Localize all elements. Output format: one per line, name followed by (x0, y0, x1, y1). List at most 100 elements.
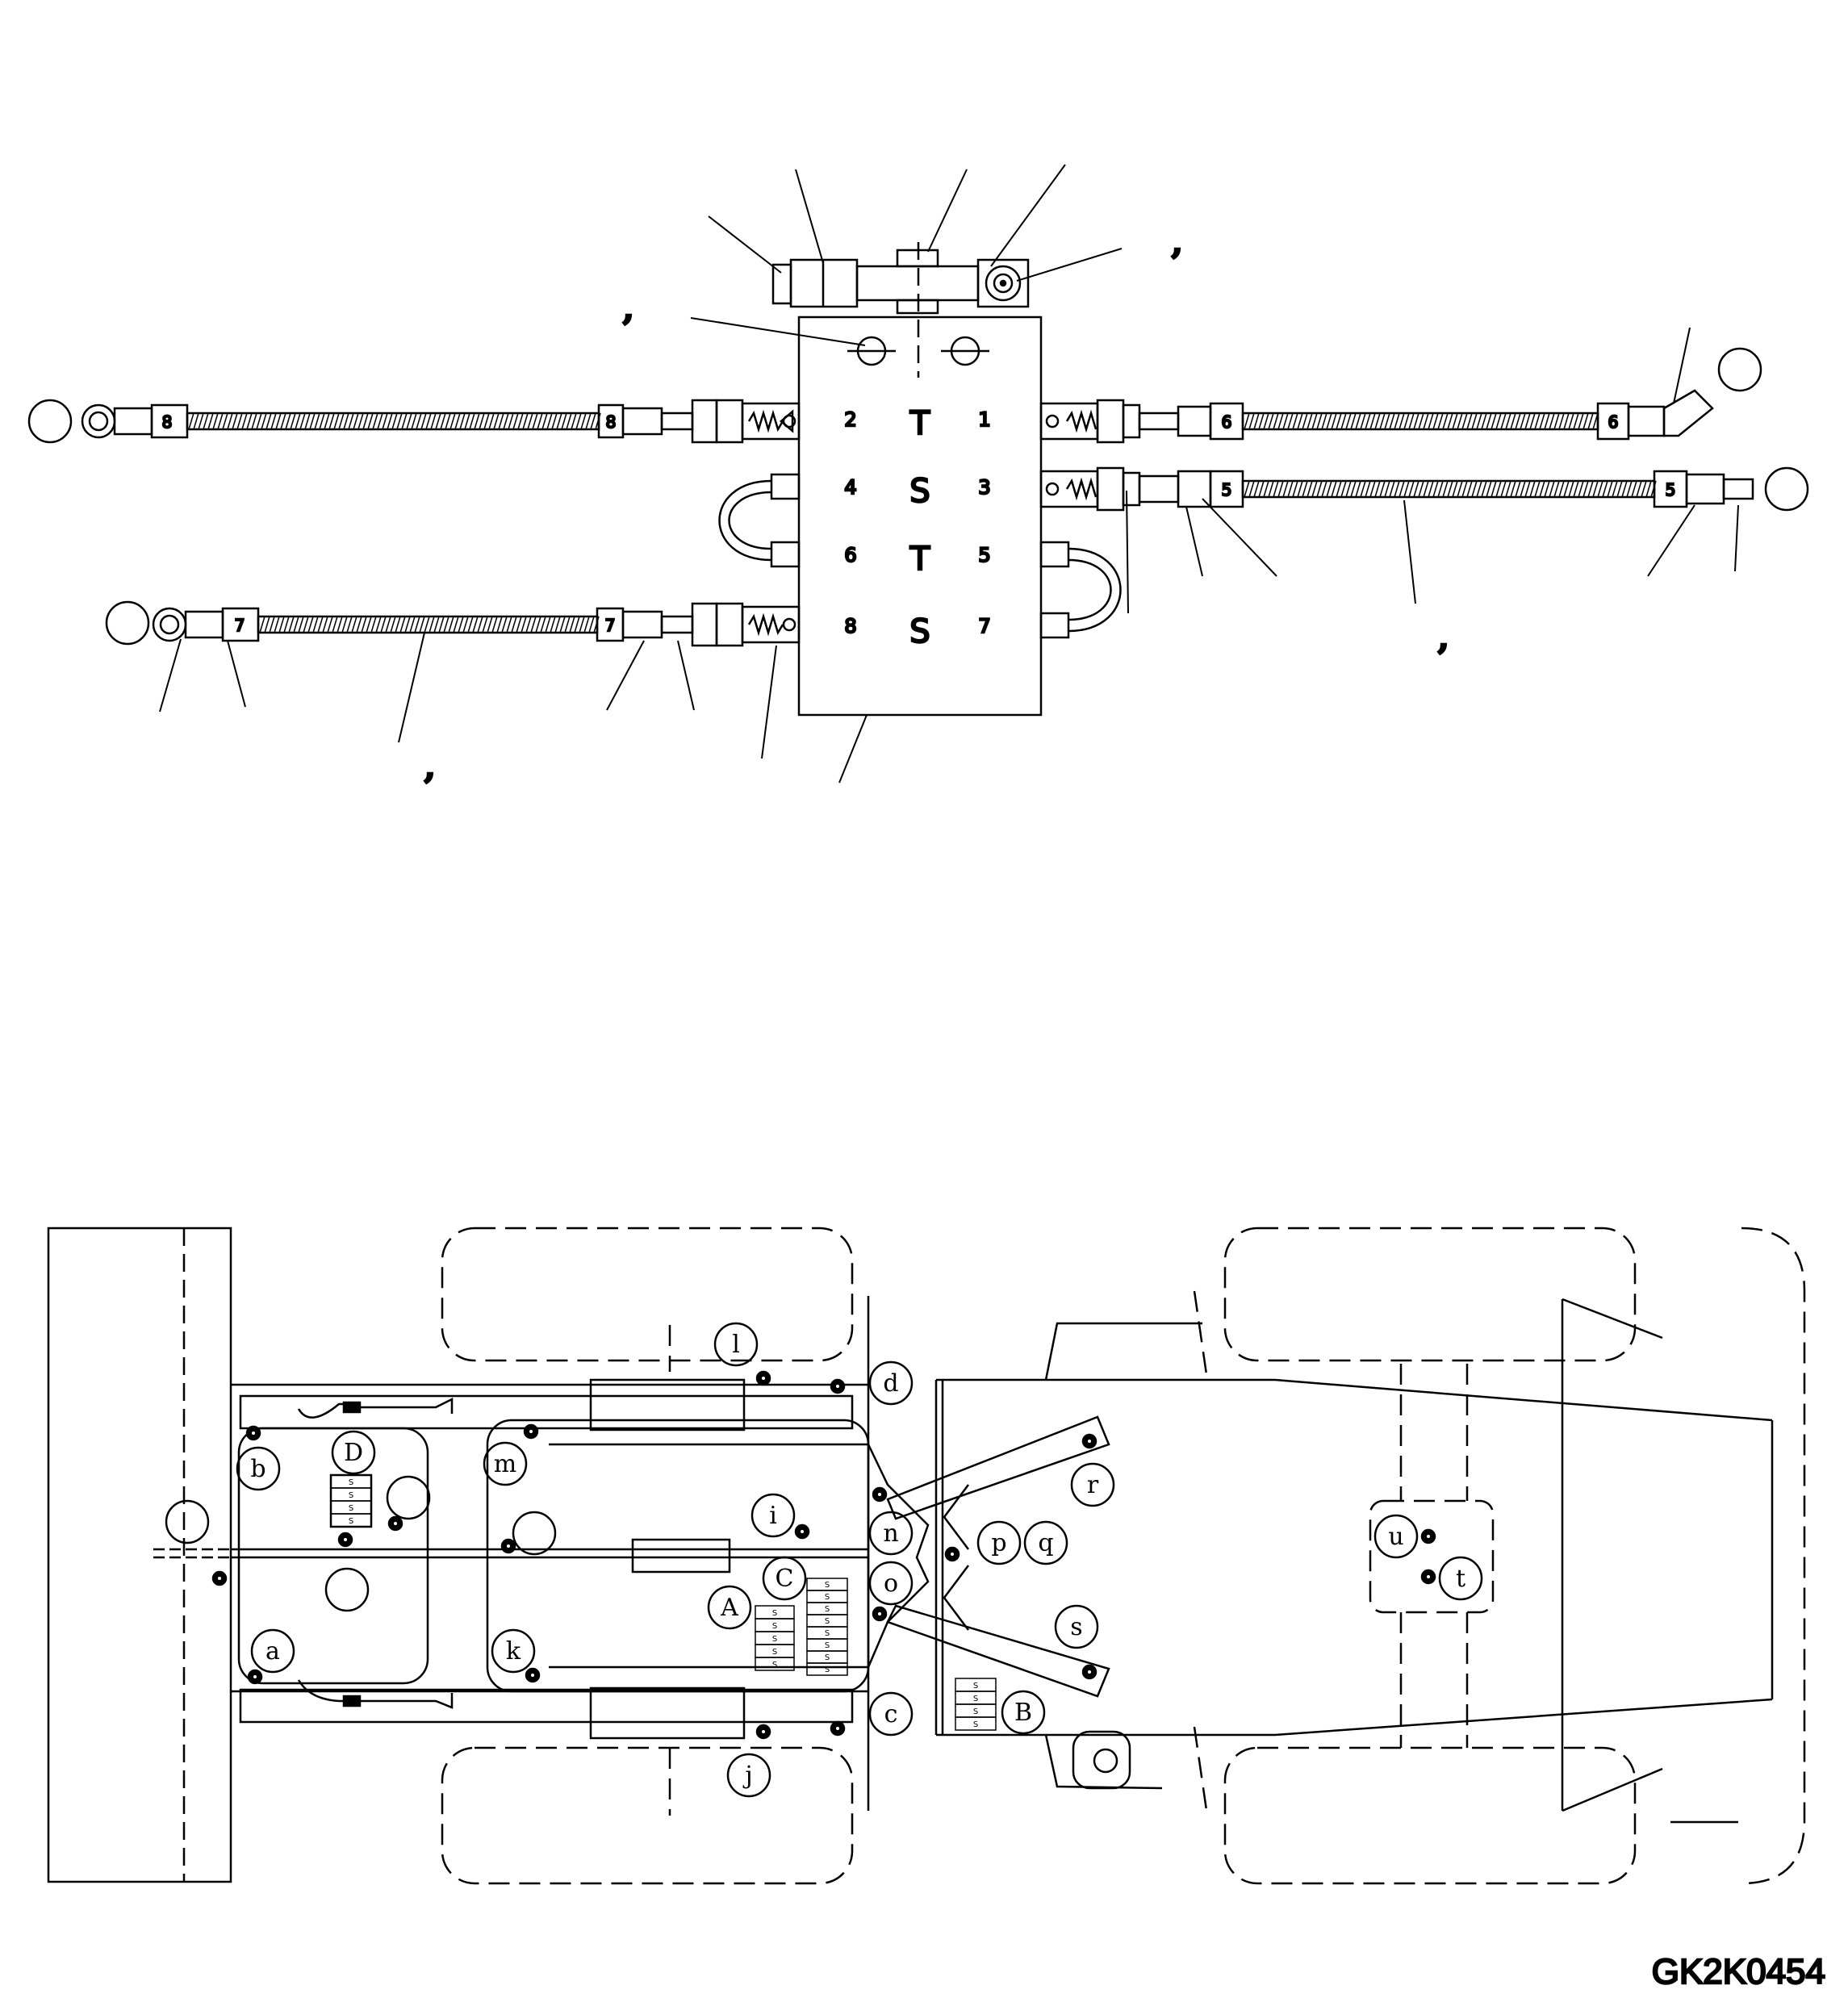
front-blade (47, 1227, 232, 1883)
callout-p: p (976, 1520, 1022, 1565)
connection-dots (211, 1370, 1436, 1740)
hose-coil (188, 412, 601, 430)
stack-cell-label: S (772, 1622, 777, 1631)
callout-b: B (1001, 1690, 1046, 1735)
hose-label-6: 6 (1608, 412, 1619, 432)
port-label-4: 4 (844, 476, 856, 499)
callout-m: m (483, 1441, 528, 1486)
reference-circles (27, 347, 1809, 646)
callout-q: q (1023, 1520, 1068, 1565)
hose-label-7: 7 (235, 616, 245, 635)
callout-label: A (720, 1594, 738, 1622)
callout-label: l (732, 1331, 740, 1359)
callout-label: a (265, 1637, 280, 1666)
callout-s: s (1054, 1604, 1099, 1649)
callout-label: u (1388, 1523, 1403, 1551)
callout-label: k (506, 1637, 521, 1666)
hose-label-5: 5 (1222, 480, 1232, 499)
leader-lines (159, 164, 1739, 784)
callout-n: n (868, 1511, 914, 1556)
callout-tick: ’ (1436, 637, 1449, 679)
callout-tick: ’ (621, 308, 633, 349)
callout-label: C (776, 1565, 794, 1593)
hose-lower-left (152, 607, 694, 642)
callout-label: o (884, 1569, 898, 1598)
top-fitting (771, 249, 1030, 315)
stack-cell (330, 1513, 372, 1528)
callout-d: d (868, 1360, 914, 1406)
hose-label-5: 5 (1666, 480, 1676, 499)
right-port-fittings (1039, 399, 1141, 639)
callout-u: u (1373, 1514, 1419, 1559)
stack-cell-label: S (973, 1720, 978, 1729)
callout-label: c (884, 1700, 898, 1728)
callout-label: B (1014, 1699, 1032, 1727)
callout-label: b (250, 1455, 265, 1483)
hose-upper-right (1138, 389, 1714, 441)
stack-cell-label: S (772, 1661, 777, 1670)
hose-label-7: 7 (605, 616, 616, 635)
stack-cell-label: S (349, 1478, 353, 1487)
stack-cell-label: S (825, 1617, 830, 1626)
stack-cell (755, 1657, 795, 1671)
stack-cell-label: S (973, 1682, 978, 1691)
stack-cell-label: S (825, 1581, 830, 1590)
hose-coil (259, 616, 600, 633)
valve-block (797, 316, 1043, 717)
rear-frame (867, 1298, 1774, 1824)
port-label-2: 2 (844, 408, 856, 431)
valve-detail: 2 4 6 8 1 3 5 7 T S T S 8 8 7 7 6 6 5 5 (27, 164, 1809, 809)
stack-cell-label: S (825, 1641, 830, 1650)
stack-cell-label: S (772, 1609, 777, 1618)
center-mark-s: S (909, 613, 930, 650)
callout-l: l (713, 1322, 759, 1367)
callout-label: n (883, 1519, 898, 1548)
callout-i: i (750, 1493, 796, 1538)
port-label-3: 3 (978, 476, 990, 499)
port-labels: 2 4 6 8 1 3 5 7 T S T S (843, 404, 992, 652)
hose-coil (1244, 480, 1657, 498)
left-port-fittings (691, 399, 801, 647)
callout-b: b (236, 1446, 281, 1491)
callout-a: A (707, 1585, 752, 1630)
callout-o: o (868, 1561, 914, 1606)
callout-j: j (726, 1753, 771, 1798)
callout-ticks: ’ ’ ’ ’ (422, 241, 1450, 809)
callout-label: j (742, 1762, 752, 1790)
callout-label: d (883, 1369, 898, 1398)
hose-middle-right (1138, 470, 1754, 508)
hose-upper-left (81, 403, 694, 439)
callout-tick: ’ (423, 767, 435, 808)
center-mark-s: S (909, 473, 930, 510)
callout-label: i (769, 1502, 777, 1530)
callout-k: k (491, 1628, 536, 1674)
stack-cell (806, 1662, 848, 1676)
callout-c: c (868, 1691, 914, 1737)
stack-cell-label: S (973, 1695, 978, 1703)
callout-label: D (344, 1439, 363, 1467)
hose-label-8: 8 (162, 412, 173, 432)
stack-cell-label: S (349, 1504, 353, 1513)
tyre-outlines (441, 1227, 1806, 1885)
stack-cell-label: S (825, 1666, 830, 1674)
stack-cell-label: S (772, 1635, 777, 1644)
callout-label: r (1087, 1471, 1099, 1499)
stack-cell-label: S (825, 1629, 830, 1638)
stack-cell-label: S (825, 1605, 830, 1614)
stack-cell-label: S (973, 1707, 978, 1716)
drawing-number: GK2K0454 (1652, 1952, 1825, 1992)
callout-label: t (1456, 1565, 1465, 1593)
callout-label: s (1070, 1613, 1082, 1641)
callout-r: r (1070, 1462, 1115, 1507)
hose-number-labels: 8 8 7 7 6 6 5 5 (161, 412, 1676, 637)
callout-tick: ’ (1170, 242, 1182, 283)
stack-cell-label: S (349, 1491, 353, 1500)
port-label-5: 5 (978, 544, 990, 566)
port-label-7: 7 (978, 615, 990, 637)
center-mark-t: T (909, 405, 930, 442)
stack-cell-label: S (825, 1653, 830, 1662)
